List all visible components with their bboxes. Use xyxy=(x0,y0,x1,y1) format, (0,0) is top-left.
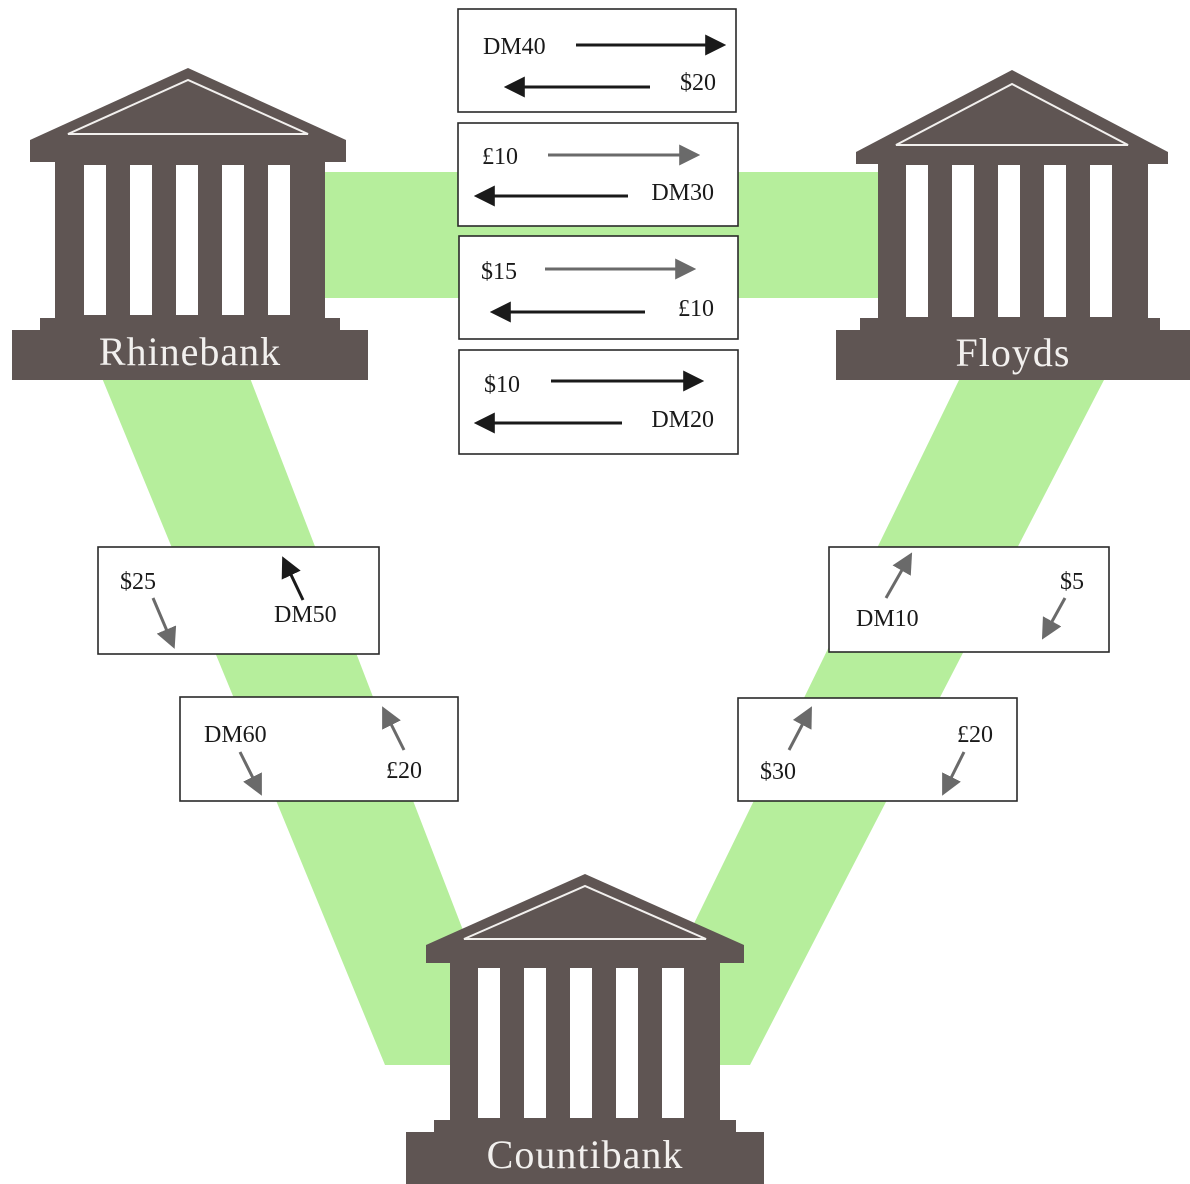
transaction-amount: £10 xyxy=(678,296,714,322)
transaction-amount: DM40 xyxy=(483,34,546,60)
transaction-amount: $25 xyxy=(120,569,156,595)
transaction-box: $25 DM50 xyxy=(97,546,380,655)
transaction-amount: $5 xyxy=(1060,569,1084,595)
bank-countibank: Countibank xyxy=(406,874,764,1184)
bank-name-floyds: Floyds xyxy=(956,330,1071,375)
transaction-box: £10 DM30 xyxy=(457,122,739,227)
bank-columns xyxy=(84,165,290,315)
up-arrow-icon xyxy=(281,556,305,601)
bank-columns xyxy=(906,165,1112,317)
bank-columns xyxy=(478,968,684,1118)
transaction-amount: DM20 xyxy=(651,407,714,433)
transaction-box: $15 £10 xyxy=(458,235,739,340)
transaction-box: DM40 $20 xyxy=(457,8,737,113)
bank-name-rhinebank: Rhinebank xyxy=(99,329,281,374)
transaction-box: DM10 $5 xyxy=(828,546,1110,653)
transaction-amount: $15 xyxy=(481,259,517,285)
down-arrow-icon xyxy=(151,597,177,649)
transaction-amount: $20 xyxy=(680,70,716,96)
transaction-amount: £20 xyxy=(386,758,422,784)
transaction-amount: £10 xyxy=(482,144,518,170)
transaction-amount: DM60 xyxy=(204,722,267,748)
bank-floyds: Floyds xyxy=(836,70,1190,380)
transaction-amount: DM50 xyxy=(274,602,337,628)
up-arrow-icon xyxy=(382,706,406,751)
transaction-box: $30 £20 xyxy=(737,697,1018,802)
transaction-amount: $30 xyxy=(760,759,796,785)
bank-name-countibank: Countibank xyxy=(487,1132,684,1177)
up-arrow-icon xyxy=(884,552,913,599)
down-arrow-icon xyxy=(942,751,966,796)
transaction-amount: DM10 xyxy=(856,606,919,632)
down-arrow-icon xyxy=(238,751,262,796)
transaction-amount: £20 xyxy=(957,722,993,748)
transaction-amount: $10 xyxy=(484,372,520,398)
transaction-amount: DM30 xyxy=(651,180,714,206)
up-arrow-icon xyxy=(787,706,812,751)
transaction-box: DM60 £20 xyxy=(179,696,459,802)
transaction-box: $10 DM20 xyxy=(458,349,739,455)
down-arrow-icon xyxy=(1041,597,1067,640)
bank-rhinebank: Rhinebank xyxy=(12,68,368,380)
